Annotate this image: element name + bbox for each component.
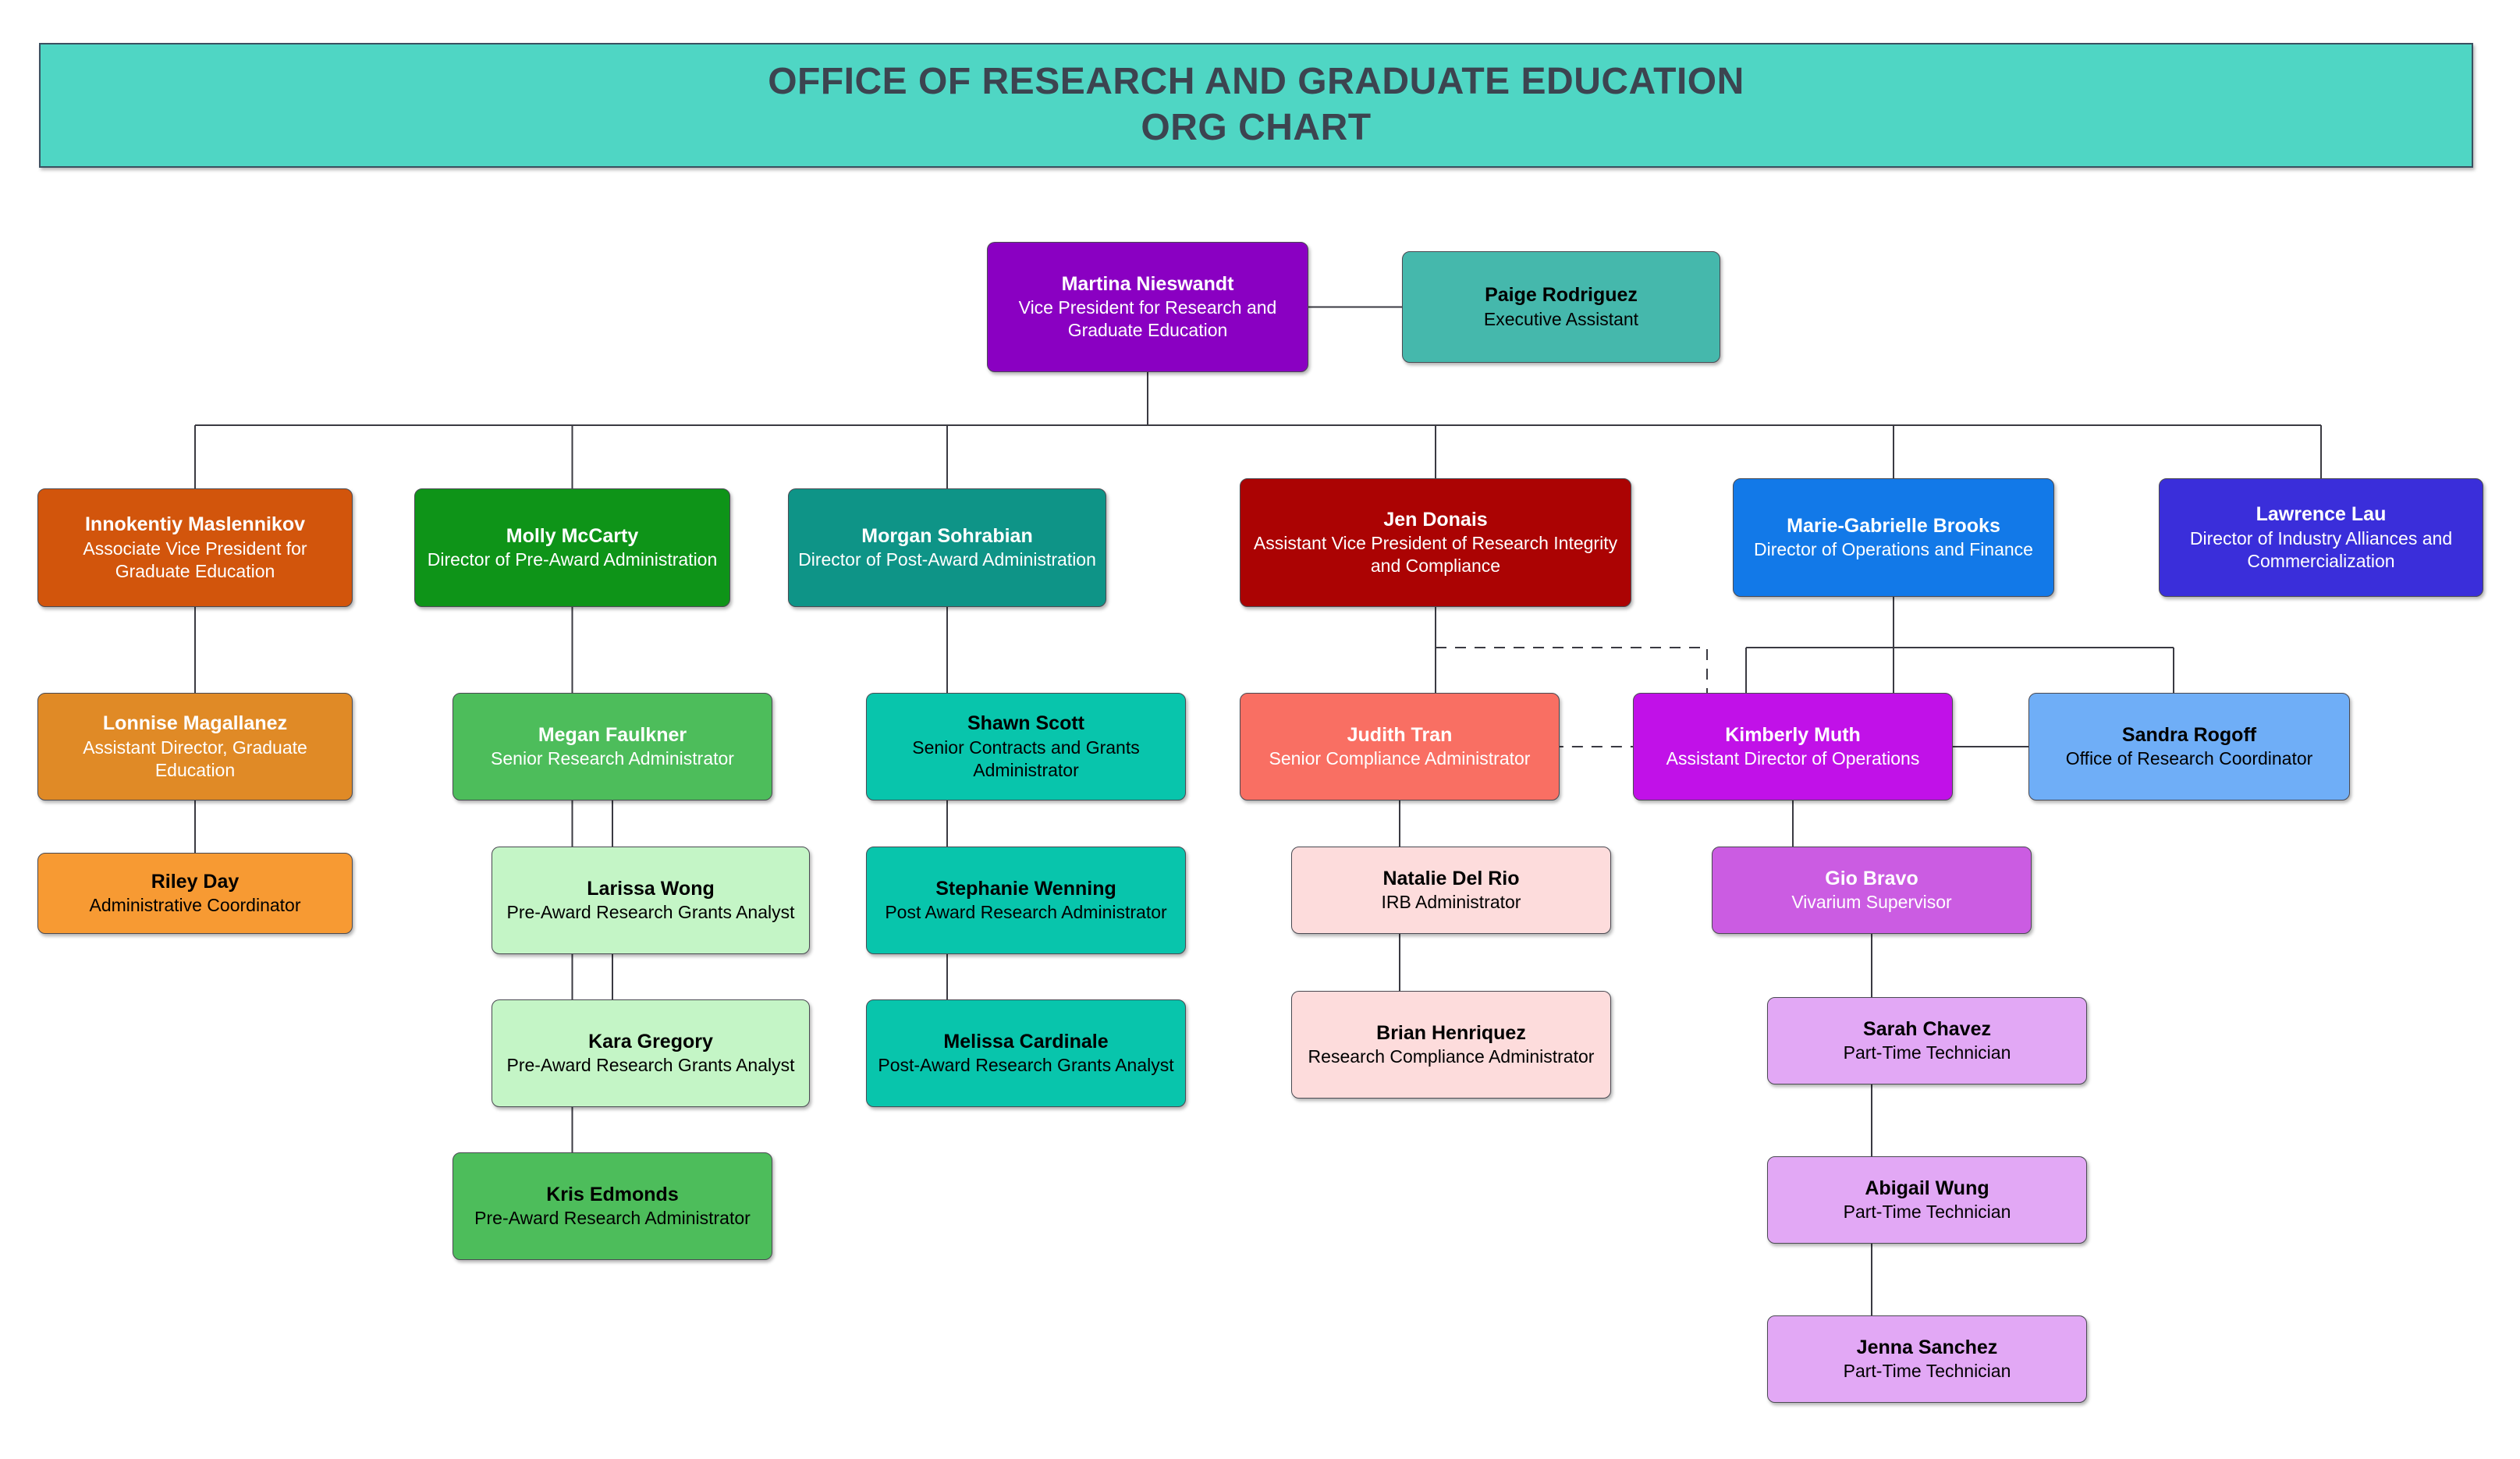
connector-donais-to-muth-dashed bbox=[1436, 647, 1708, 693]
org-node-name: Brian Henriquez bbox=[1376, 1021, 1526, 1044]
org-node-name: Natalie Del Rio bbox=[1382, 867, 1520, 889]
org-node-name: Paige Rodriguez bbox=[1485, 284, 1638, 307]
org-node-title: Assistant Director, Graduate Education bbox=[83, 737, 307, 780]
org-node-title: Post-Award Research Grants Analyst bbox=[878, 1055, 1174, 1076]
org-node-title: Research Compliance Administrator bbox=[1308, 1046, 1595, 1067]
org-node-name: Jen Donais bbox=[1383, 508, 1488, 531]
org-node-title: Post Award Research Administrator bbox=[885, 902, 1167, 923]
org-node-title: Senior Compliance Administrator bbox=[1269, 748, 1531, 769]
org-node-title: Vivarium Supervisor bbox=[1791, 892, 1952, 913]
chart-title-banner: OFFICE OF RESEARCH AND GRADUATE EDUCATIO… bbox=[39, 43, 2473, 168]
connector-sohrabian-to-cardinale bbox=[866, 607, 956, 1054]
org-node-name: Innokentiy Maslennikov bbox=[84, 513, 305, 536]
org-node-name: Morgan Sohrabian bbox=[861, 524, 1033, 547]
chart-title-line-1: OFFICE OF RESEARCH AND GRADUATE EDUCATIO… bbox=[768, 61, 1744, 103]
org-node-name: Marie-Gabrielle Brooks bbox=[1787, 514, 2000, 537]
org-node-name: Gio Bravo bbox=[1825, 867, 1918, 889]
org-node-name: Molly McCarty bbox=[506, 524, 639, 547]
org-node-name: Martina Nieswandt bbox=[1061, 272, 1234, 295]
org-node-title: Senior Contracts and Grants Administrato… bbox=[912, 737, 1140, 780]
org-node-title: Director of Post-Award Administration bbox=[798, 549, 1096, 570]
chart-title-line-2: ORG CHART bbox=[1141, 107, 1372, 148]
org-node-name: Judith Tran bbox=[1347, 723, 1453, 746]
org-node-title: Pre-Award Research Grants Analyst bbox=[506, 902, 795, 923]
org-node-title: Assistant Director of Operations bbox=[1666, 748, 1920, 769]
org-node-name: Stephanie Wenning bbox=[935, 877, 1116, 900]
org-node-title: Administrative Coordinator bbox=[89, 895, 301, 916]
org-node-title: Vice President for Research and Graduate… bbox=[1018, 297, 1277, 341]
org-node-title: Part-Time Technician bbox=[1843, 1361, 2011, 1382]
org-node-title: Executive Assistant bbox=[1483, 308, 1639, 329]
org-node-title: IRB Administrator bbox=[1381, 892, 1521, 913]
org-node-name: Shawn Scott bbox=[967, 712, 1084, 735]
org-node-title: Pre-Award Research Grants Analyst bbox=[506, 1055, 795, 1076]
org-node-name: Larissa Wong bbox=[587, 877, 715, 900]
org-node-name: Megan Faulkner bbox=[538, 723, 687, 746]
org-node-title: Director of Operations and Finance bbox=[1754, 539, 2033, 560]
org-node-title: Part-Time Technician bbox=[1843, 1042, 2011, 1063]
org-node-name: Jenna Sanchez bbox=[1856, 1336, 1998, 1358]
org-node-name: Sarah Chavez bbox=[1863, 1017, 1991, 1040]
org-node-title: Part-Time Technician bbox=[1843, 1202, 2011, 1223]
org-node-title: Office of Research Coordinator bbox=[2065, 748, 2313, 769]
org-node-name: Abigail Wung bbox=[1865, 1177, 1989, 1199]
org-node-title: Assistant Vice President of Research Int… bbox=[1253, 533, 1618, 577]
org-node-title: Pre-Award Research Administrator bbox=[474, 1208, 751, 1229]
org-node-name: Lawrence Lau bbox=[2256, 503, 2387, 526]
org-node-title: Director of Pre-Award Administration bbox=[427, 549, 718, 570]
org-node-name: Sandra Rogoff bbox=[2121, 723, 2257, 746]
org-node-title: Director of Industry Alliances and Comme… bbox=[2189, 527, 2453, 571]
org-node-name: Lonnise Magallanez bbox=[102, 712, 288, 735]
org-node-name: Melissa Cardinale bbox=[943, 1030, 1109, 1053]
org-node-name: Kara Gregory bbox=[588, 1030, 713, 1053]
org-node-title: Senior Research Administrator bbox=[491, 748, 734, 769]
org-node-title: Associate Vice President for Graduate Ed… bbox=[83, 538, 307, 581]
org-node-name: Kris Edmonds bbox=[546, 1183, 679, 1205]
org-node-name: Riley Day bbox=[151, 870, 240, 893]
org-node-name: Kimberly Muth bbox=[1725, 723, 1861, 746]
